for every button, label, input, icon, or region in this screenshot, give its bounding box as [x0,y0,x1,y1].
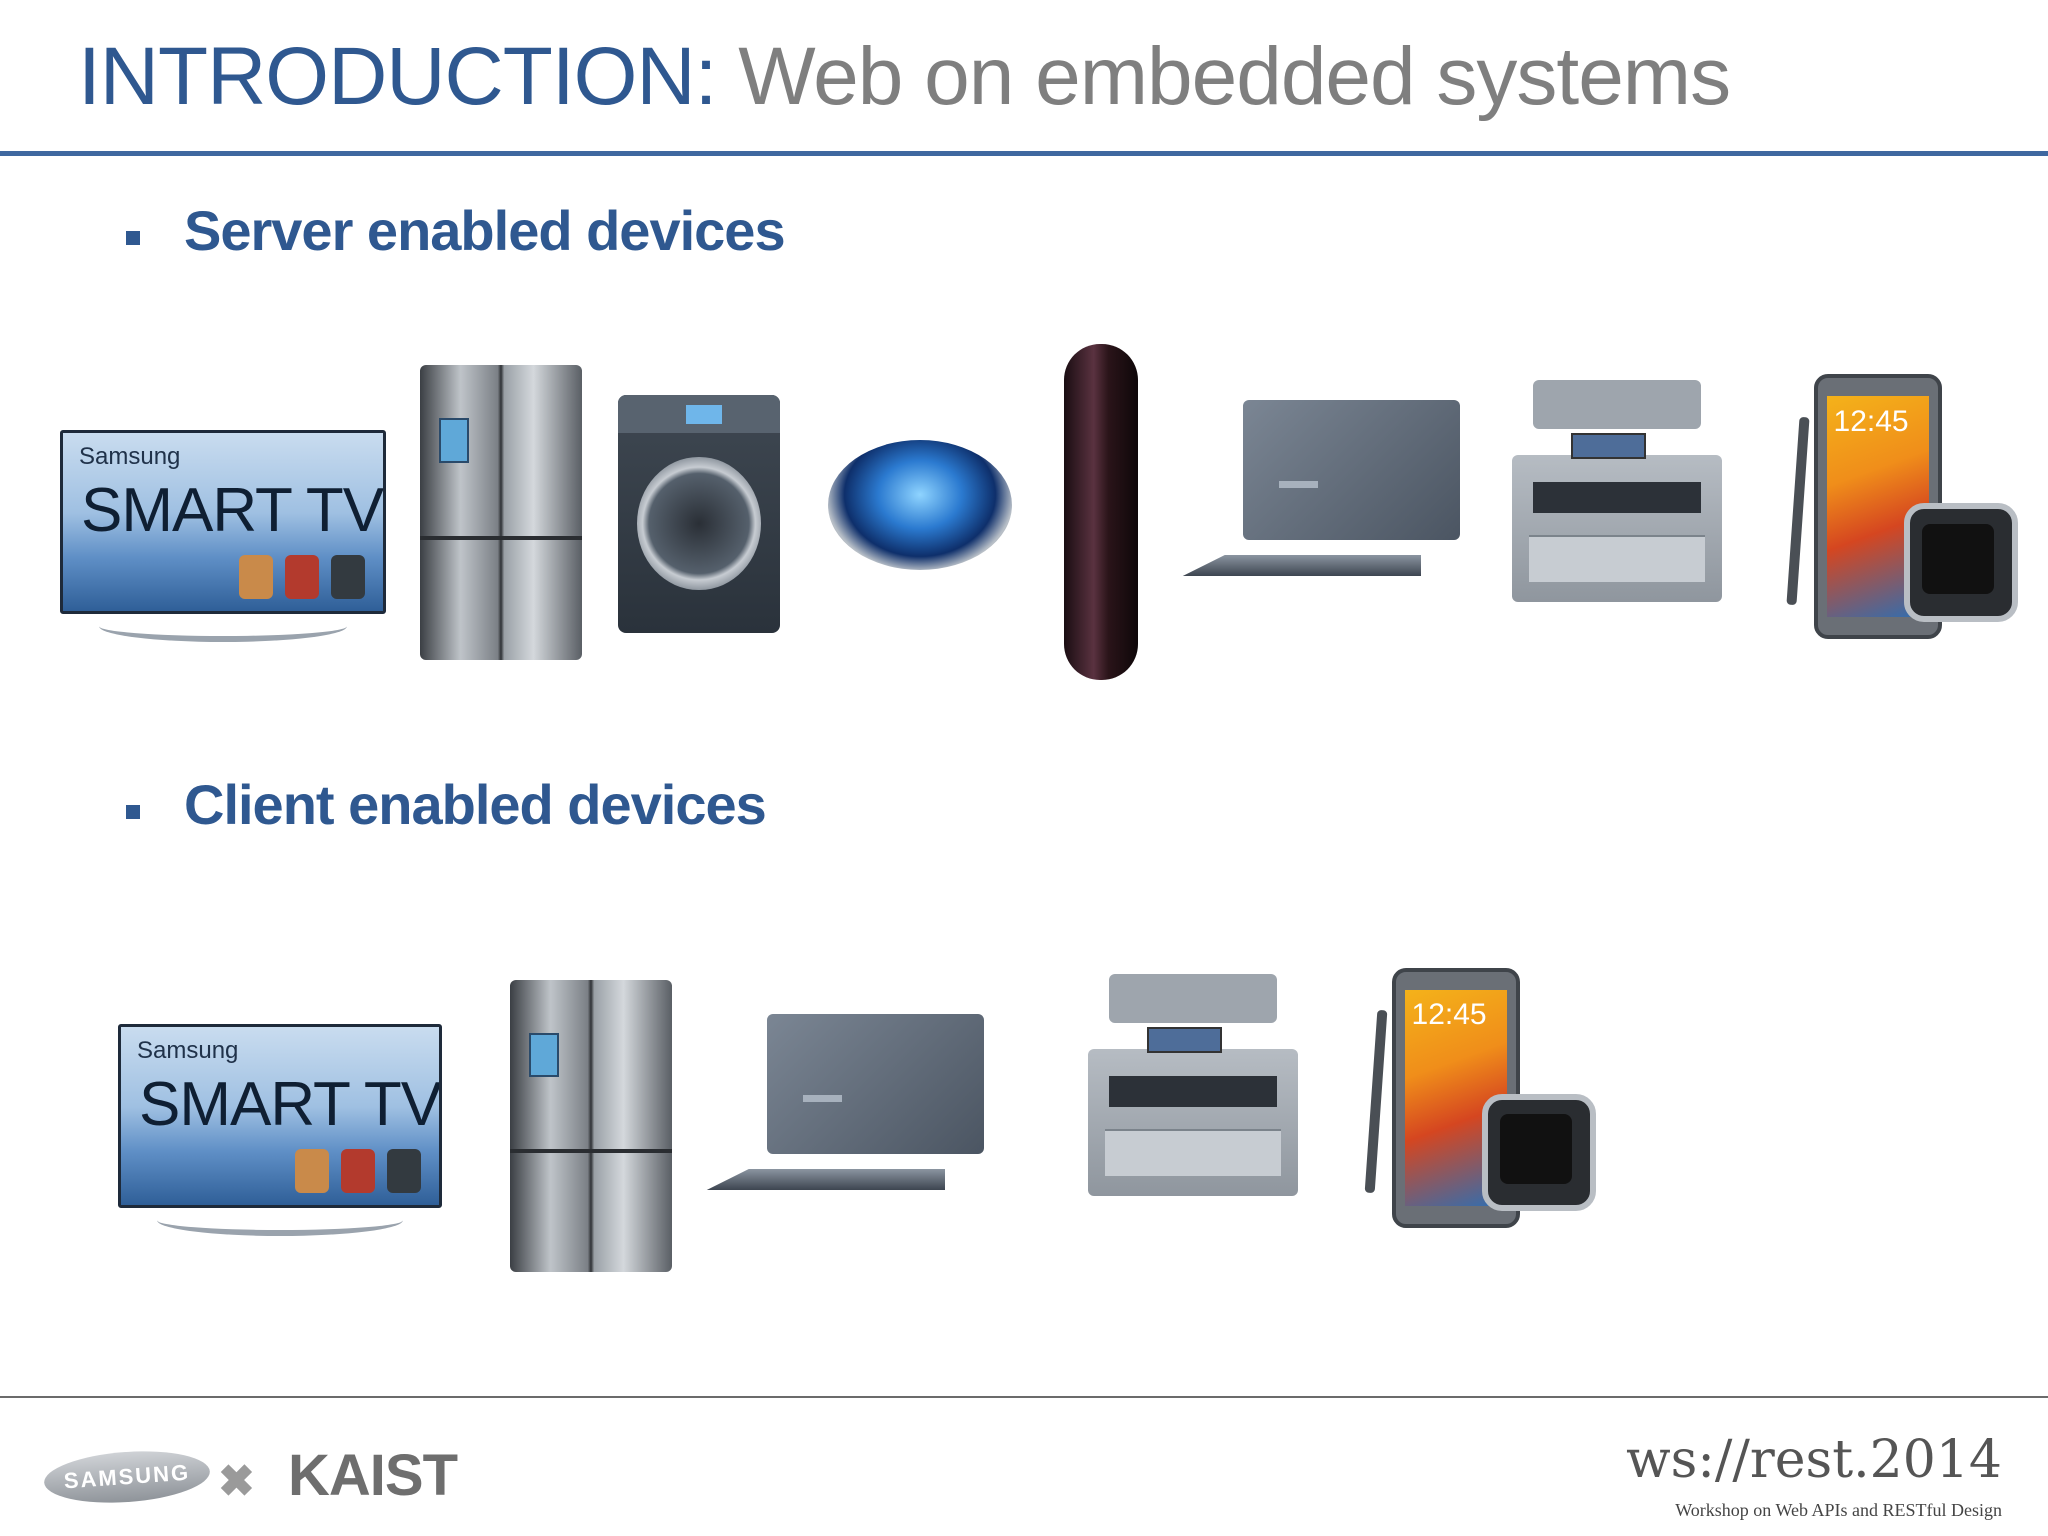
refrigerator-image [420,365,582,660]
air-purifier-image [1064,344,1138,680]
refrigerator-image [510,980,672,1272]
phone-time-text: 12:45 [1833,404,1909,438]
title-strong: INTRODUCTION: [78,31,717,122]
phone-and-smartwatch-image: 12:45 [1786,374,2018,642]
bullet-icon [126,804,140,819]
phone-and-smartwatch-image: 12:45 [1364,968,1596,1230]
samsung-logo-text: SAMSUNG [63,1459,191,1494]
printer-image [1512,380,1722,602]
samsung-logo: SAMSUNG [42,1446,212,1508]
phone-time-text: 12:45 [1411,998,1487,1032]
tv-brand-text: Samsung [79,443,181,470]
robot-vacuum-image [828,440,1012,570]
collaboration-x-icon: ✖ [218,1457,255,1506]
server-section-label: Server enabled devices [184,199,786,262]
printer-image [1088,974,1298,1196]
event-subtitle: Workshop on Web APIs and RESTful Design [1675,1500,2002,1520]
client-section-label: Client enabled devices [184,773,767,836]
kaist-logo: KAIST [288,1443,458,1508]
tv-brand-text: Samsung [137,1037,239,1064]
server-section-heading: Server enabled devices [126,198,786,263]
laptop-image [706,1014,984,1194]
smart-tv-image: Samsung SMART TV [118,1024,442,1236]
tv-app-icons [295,1149,421,1194]
smart-tv-image: Samsung SMART TV [60,430,386,642]
title-light: Web on embedded systems [738,31,1731,122]
tv-app-icons [239,555,365,600]
footer-divider [0,1396,2048,1398]
title-divider [0,151,2048,156]
washing-machine-image [618,395,780,633]
laptop-image [1182,400,1460,580]
slide-title: INTRODUCTION: Web on embedded systems [78,30,1731,124]
client-section-heading: Client enabled devices [126,772,767,837]
event-logo: ws://rest.2014 [1626,1430,2002,1490]
tv-logo-text: SMART TV [139,1070,442,1139]
bullet-icon [126,230,140,245]
tv-logo-text: SMART TV [81,476,384,545]
